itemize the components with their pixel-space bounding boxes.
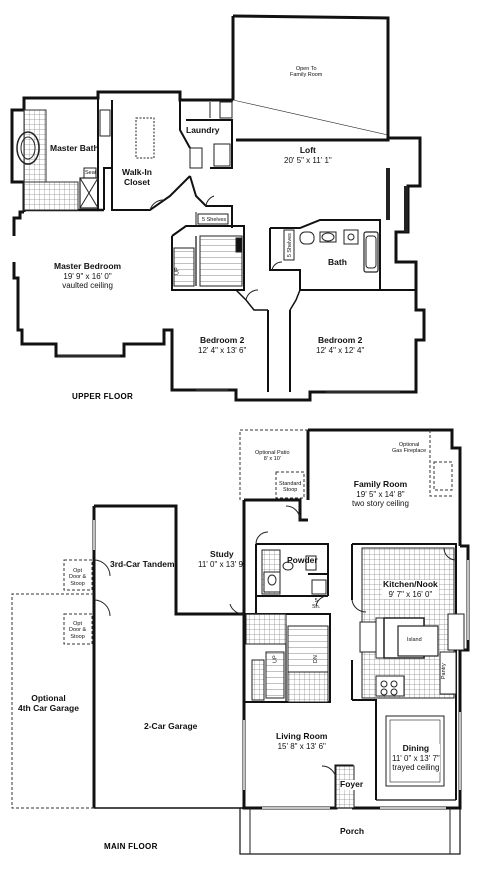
optional-fireplace-label: Optional Gas Fireplace [392, 442, 427, 455]
kitchen-nook-label: Kitchen/Nook 9' 7" x 16' 0" [382, 579, 439, 599]
bath-label: Bath [328, 257, 347, 267]
seat-label: Seat [85, 170, 97, 176]
bedroom-2-left-label: Bedroom 2 12' 4" x 13' 6" [198, 335, 247, 355]
opt-door-stoop-upper-label: Opt Door & Stoop [69, 568, 87, 587]
laundry-label: Laundry [186, 125, 220, 135]
five-shelf-label: 5 Sh. [312, 598, 321, 611]
opt-door-stoop-lower-label: Opt Door & Stoop [69, 621, 87, 640]
five-shelves-label: 5 Shelves [202, 217, 227, 223]
upper-stairs-up-label: UP [174, 267, 181, 275]
master-bedroom-label: Master Bedroom 19' 9" x 16' 0" vaulted c… [54, 261, 122, 290]
two-car-garage-label: 2-Car Garage [144, 721, 198, 731]
pantry-label: Pantry [440, 663, 447, 680]
study-label: Study 11' 0" x 13' 9" [198, 549, 246, 569]
family-room-label: Family Room 19' 5" x 14' 8" two story ce… [352, 479, 409, 508]
dining-label: Dining 11' 0" x 13' 7" trayed ceiling [392, 743, 440, 773]
bedroom-2-right-label: Bedroom 2 12' 4" x 12' 4" [316, 335, 365, 355]
upper-floor-walls [10, 14, 426, 402]
porch-label: Porch [340, 826, 365, 836]
island-label: Island [407, 637, 422, 643]
standard-stoop-label: Standard Stoop [279, 481, 302, 494]
main-floor-optional [11, 429, 454, 809]
living-room-label: Living Room 15' 8" x 13' 6" [276, 731, 328, 751]
main-floor-title: MAIN FLOOR [104, 842, 158, 851]
powder-label: Powder [287, 555, 318, 565]
open-to-family-room-label: Open To Family Room [290, 66, 323, 79]
master-bath-label: Master Bath [50, 143, 99, 153]
upper-floor-fixtures [12, 99, 408, 393]
five-shelves-side-label: 5 Shelves [286, 233, 293, 258]
main-stairs-down-label: DN [312, 655, 319, 664]
walk-in-closet-label: Walk-In Closet [122, 167, 152, 187]
optional-patio-label: Optional Patio 8' x 10' [255, 450, 290, 463]
loft-label: Loft 20' 5" x 11' 1" [284, 145, 332, 165]
optional-4th-car-garage-label: Optional 4th Car Garage [18, 693, 79, 713]
foyer-label: Foyer [340, 779, 364, 790]
third-car-tandem-label: 3rd-Car Tandem [110, 559, 175, 569]
upper-floor-title: UPPER FLOOR [72, 392, 134, 401]
main-stairs-up-label: UP [272, 655, 279, 663]
